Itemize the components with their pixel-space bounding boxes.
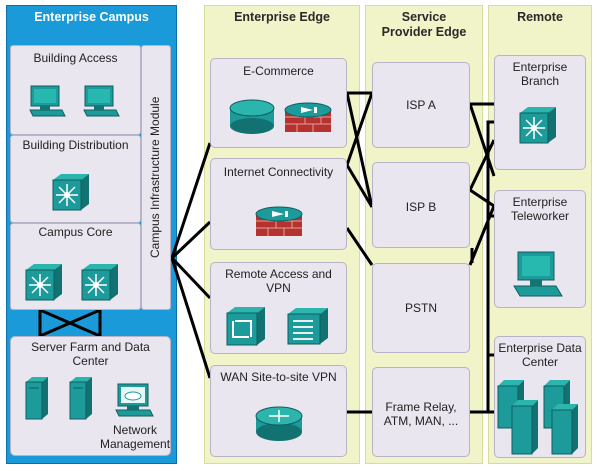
- wan-site-to-site-label: WAN Site-to-site VPN: [220, 370, 337, 384]
- server-icon: [25, 377, 48, 420]
- sp-title-line1: Service: [401, 10, 447, 24]
- multilayer-switch-icon: [81, 264, 118, 301]
- firewall-icon: [284, 102, 332, 132]
- server-farm-label-2: Center: [72, 354, 109, 368]
- enterprise-edge-title: Enterprise Edge: [234, 10, 330, 24]
- firewall-icon: [255, 206, 303, 236]
- enterprise-branch-label-2: Branch: [520, 74, 560, 88]
- frame-relay-label-2: ATM, MAN, ...: [383, 414, 459, 428]
- isp-a-box: [372, 62, 470, 148]
- enterprise-teleworker-label-1: Enterprise: [512, 195, 568, 209]
- vpn-concentrator-icon: [226, 307, 265, 346]
- remote-access-label-1: Remote Access and: [225, 267, 332, 281]
- server-icon: [69, 377, 92, 420]
- pstn-label: PSTN: [404, 301, 437, 315]
- isp-b-box: [372, 162, 470, 248]
- multilayer-switch-icon: [519, 107, 556, 144]
- pc-icon: [83, 85, 120, 117]
- enterprise-data-center-label-2: Center: [521, 355, 559, 369]
- network-management-pc-icon: [115, 383, 154, 417]
- frame-relay-box: [372, 367, 470, 457]
- teleworker-pc-icon: [513, 251, 563, 297]
- switch-icon: [287, 308, 328, 345]
- network-management-label-1: Network: [112, 423, 157, 437]
- building-access-label: Building Access: [33, 51, 118, 65]
- enterprise-campus-title: Enterprise Campus: [34, 10, 149, 24]
- remote-access-label-2: VPN: [266, 281, 291, 295]
- internet-connectivity-label: Internet Connectivity: [223, 165, 334, 179]
- pc-icon: [29, 85, 66, 117]
- multilayer-switch-icon: [52, 174, 89, 211]
- multilayer-switch-icon: [25, 264, 62, 301]
- remote-title: Remote: [517, 10, 563, 24]
- campus-infrastructure-module-label: Campus Infrastructure Module: [148, 96, 162, 258]
- sp-title-line2: Provider Edge: [381, 25, 467, 39]
- isp-a-label: ISP A: [406, 98, 436, 112]
- pstn-box: [372, 263, 470, 353]
- ecommerce-box: [210, 58, 347, 148]
- enterprise-branch-label-1: Enterprise: [512, 60, 568, 74]
- router-icon: [229, 99, 275, 134]
- router-icon: [255, 406, 303, 441]
- server-farm-label-1: Server Farm and Data: [31, 340, 150, 354]
- network-management-label-2: Management: [100, 437, 171, 451]
- frame-relay-label-1: Frame Relay,: [385, 400, 457, 414]
- data-center-servers-icon: [497, 380, 578, 455]
- enterprise-data-center-label-1: Enterprise Data: [498, 341, 582, 355]
- ecommerce-label: E-Commerce: [243, 64, 314, 78]
- enterprise-teleworker-label-2: Teleworker: [510, 209, 570, 223]
- campus-core-label: Campus Core: [38, 225, 113, 239]
- service-provider-edge-title: Service Provider Edge: [365, 10, 483, 40]
- campus-infrastructure-module-box: [141, 45, 171, 310]
- isp-b-label: ISP B: [405, 200, 437, 214]
- building-distribution-label: Building Distribution: [22, 138, 129, 152]
